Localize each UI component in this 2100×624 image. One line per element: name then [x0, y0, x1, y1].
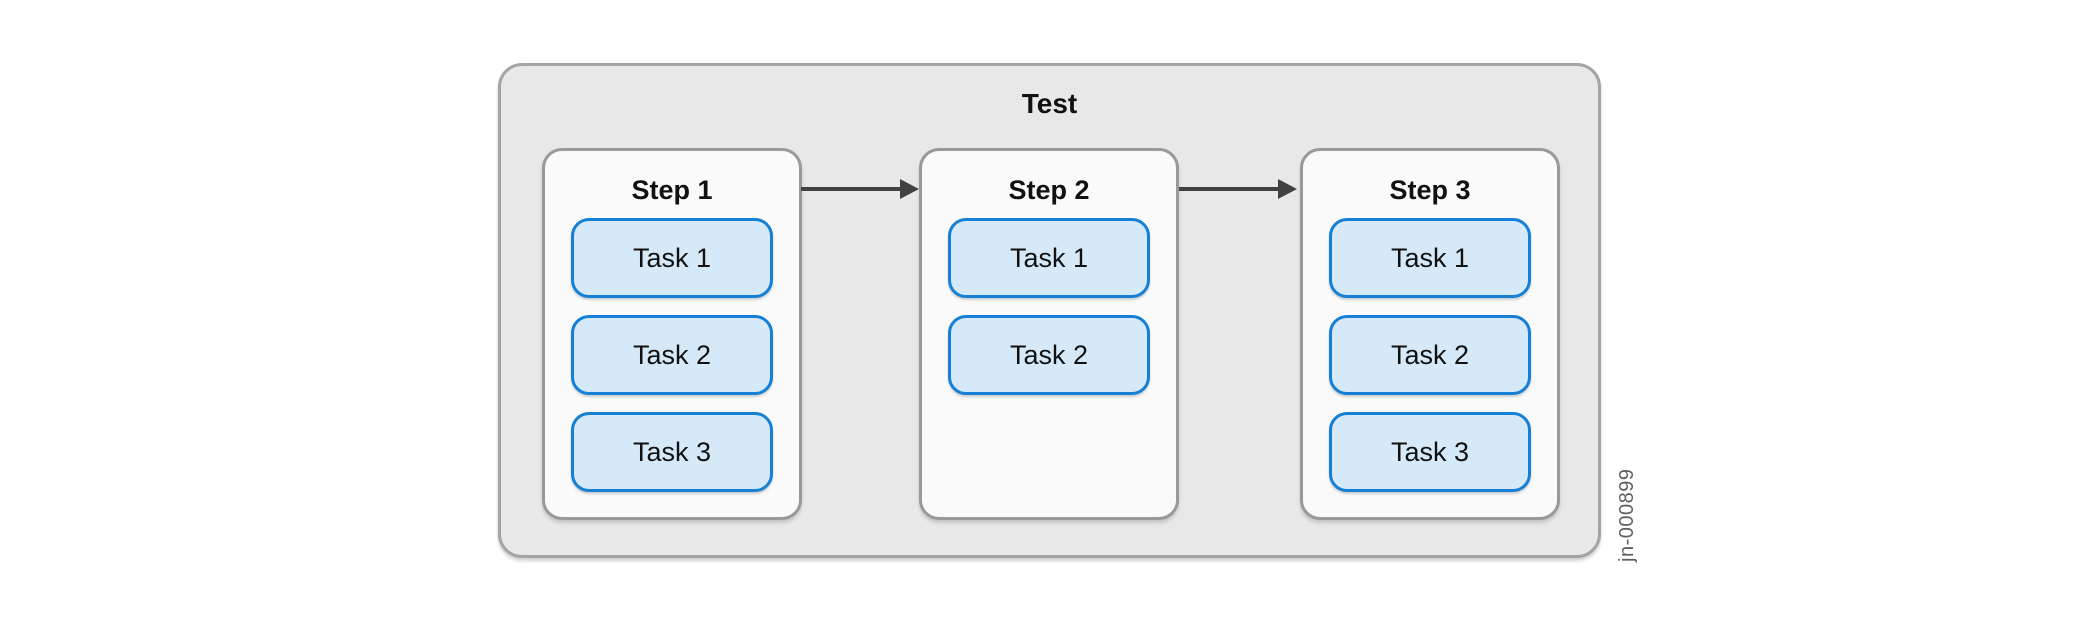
task-label: Task 1 [632, 242, 712, 273]
task-label: Task 1 [1390, 242, 1470, 273]
task-label: Task 2 [1390, 339, 1470, 370]
arrow-line [801, 187, 900, 191]
step-2-task-1: Task 1 [948, 218, 1150, 298]
diagram-title: Test [1021, 88, 1078, 119]
step-1-label: Step 1 [631, 175, 713, 205]
step-1-task-1: Task 1 [571, 218, 773, 298]
step-1-box: Step 1 Task 1 Task 2 Task 3 [542, 148, 802, 520]
task-label: Task 2 [1009, 339, 1089, 370]
step-3-task-3: Task 3 [1329, 412, 1531, 492]
arrow-line [1179, 187, 1278, 191]
step-2-box: Step 2 Task 1 Task 2 [919, 148, 1179, 520]
figure-id-label: jn-000899 [1616, 468, 1638, 562]
test-container-box: Test Step 1 Task 1 Task 2 Task 3 Step 2 … [498, 63, 1601, 558]
step-3-label: Step 3 [1389, 175, 1471, 205]
task-label: Task 3 [632, 436, 712, 467]
step-2-task-2: Task 2 [948, 315, 1150, 395]
step-2-label: Step 2 [1008, 175, 1090, 205]
step-3-box: Step 3 Task 1 Task 2 Task 3 [1300, 148, 1560, 520]
step-1-task-2: Task 2 [571, 315, 773, 395]
task-label: Task 1 [1009, 242, 1089, 273]
task-label: Task 3 [1390, 436, 1470, 467]
step-3-task-2: Task 2 [1329, 315, 1531, 395]
arrow-head-icon [900, 179, 919, 199]
arrow-head-icon [1278, 179, 1297, 199]
task-label: Task 2 [632, 339, 712, 370]
step-3-task-1: Task 1 [1329, 218, 1531, 298]
step-1-task-3: Task 3 [571, 412, 773, 492]
